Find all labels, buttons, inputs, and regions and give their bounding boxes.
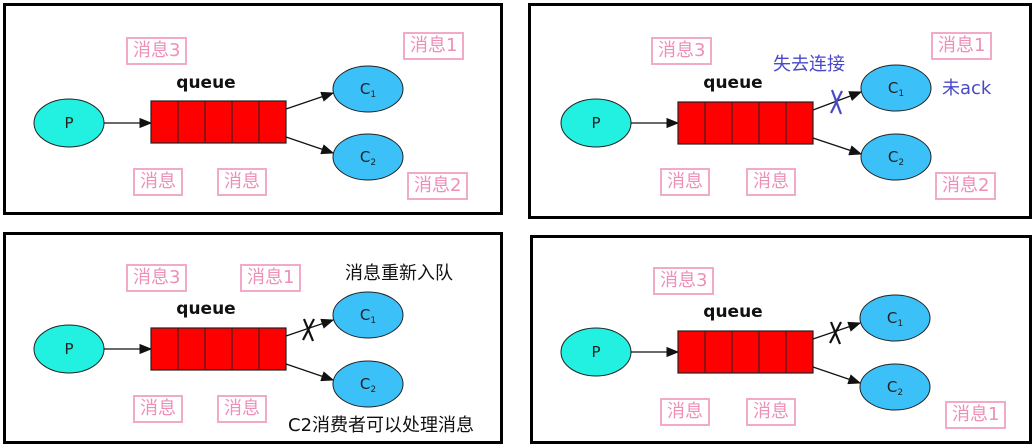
message-tag-3: 消息3: [651, 37, 713, 65]
queue-label: queue: [703, 302, 762, 322]
queue-box: [677, 101, 814, 145]
queue-label: queue: [703, 73, 762, 93]
consumer-c2-label: C2: [887, 378, 903, 398]
consumer-c2-node: [860, 133, 932, 181]
consumer-c2-label: C2: [360, 375, 376, 395]
consumer-c2-node: [332, 360, 404, 408]
consumer-c2-node: [859, 363, 931, 411]
producer-label: P: [64, 340, 73, 358]
panel-2-diagram: P queue C1 C2: [560, 64, 932, 181]
message-tag: 消息: [217, 168, 267, 196]
message-tag-1: 消息1: [240, 264, 302, 292]
panel-3: P queue C1 C2 消息3 消息1 消息 消息 消息重新入队 C2消费者…: [3, 232, 503, 444]
panel-2: P queue C1 C2 消息3 消息1 消息 消息 消息2 失去连接 未ac…: [528, 3, 1032, 219]
panel-4: P queue C1 C2 消息3 消息 消息 消息1: [530, 235, 1032, 444]
message-tag-2: 消息2: [935, 172, 997, 200]
queue-box: [150, 100, 287, 144]
panel-1: P queue C1 C2 消息3 消息1 消息 消息 消息2: [3, 3, 503, 215]
consumer-c1-label: C1: [360, 80, 376, 100]
disconnect-note: 失去连接: [773, 54, 845, 75]
message-tag: 消息: [660, 168, 710, 196]
consumer-c1-node: [859, 294, 931, 342]
queue-box: [150, 327, 287, 371]
disconnect-x-icon: [830, 89, 843, 115]
consumer-c2-label: C2: [888, 148, 904, 168]
message-tag: 消息: [133, 168, 183, 196]
message-tag-1: 消息1: [403, 32, 465, 60]
producer-label: P: [591, 114, 600, 132]
producer-label: P: [591, 343, 600, 361]
producer-label: P: [64, 114, 73, 132]
panel-1-diagram: P queue C1 C2: [33, 65, 404, 181]
consumer-c2-node: [332, 133, 404, 181]
message-tag: 消息: [746, 168, 796, 196]
message-tag-3: 消息3: [126, 264, 188, 292]
panel-4-diagram: P queue C1 C2: [560, 294, 931, 411]
message-tag: 消息: [746, 398, 796, 426]
arrow-to-c1: [285, 91, 335, 110]
consumer-c1-label: C1: [360, 306, 376, 326]
c2-consume-note: C2消费者可以处理消息: [288, 415, 475, 436]
message-tag: 消息: [660, 398, 710, 426]
message-tag: 消息: [217, 395, 267, 423]
consumer-c1-node: [860, 64, 932, 112]
consumer-c1-label: C1: [888, 79, 904, 99]
message-tag: 消息: [133, 395, 183, 423]
arrow-to-c2: [285, 363, 335, 382]
consumer-c2-label: C2: [360, 148, 376, 168]
message-tag-1: 消息1: [945, 401, 1007, 429]
arrow-to-c2: [812, 366, 862, 385]
queue-box: [677, 330, 814, 374]
message-tag-3: 消息3: [653, 267, 715, 295]
message-tag-2: 消息2: [407, 172, 469, 200]
arrow-to-c2: [285, 136, 335, 155]
message-tag-3: 消息3: [126, 37, 188, 65]
unack-note: 未ack: [942, 78, 992, 99]
arrow-to-c2: [812, 137, 863, 156]
panel-3-diagram: P queue C1 C2: [33, 291, 404, 408]
disconnect-x-icon: [829, 321, 842, 345]
consumer-c1-label: C1: [887, 309, 903, 329]
message-tag-1: 消息1: [931, 32, 993, 60]
disconnect-x-icon: [302, 318, 315, 342]
requeue-note: 消息重新入队: [345, 263, 453, 284]
queue-label: queue: [176, 299, 235, 319]
consumer-c1-node: [332, 65, 404, 113]
queue-label: queue: [176, 73, 235, 93]
consumer-c1-node: [332, 291, 404, 339]
